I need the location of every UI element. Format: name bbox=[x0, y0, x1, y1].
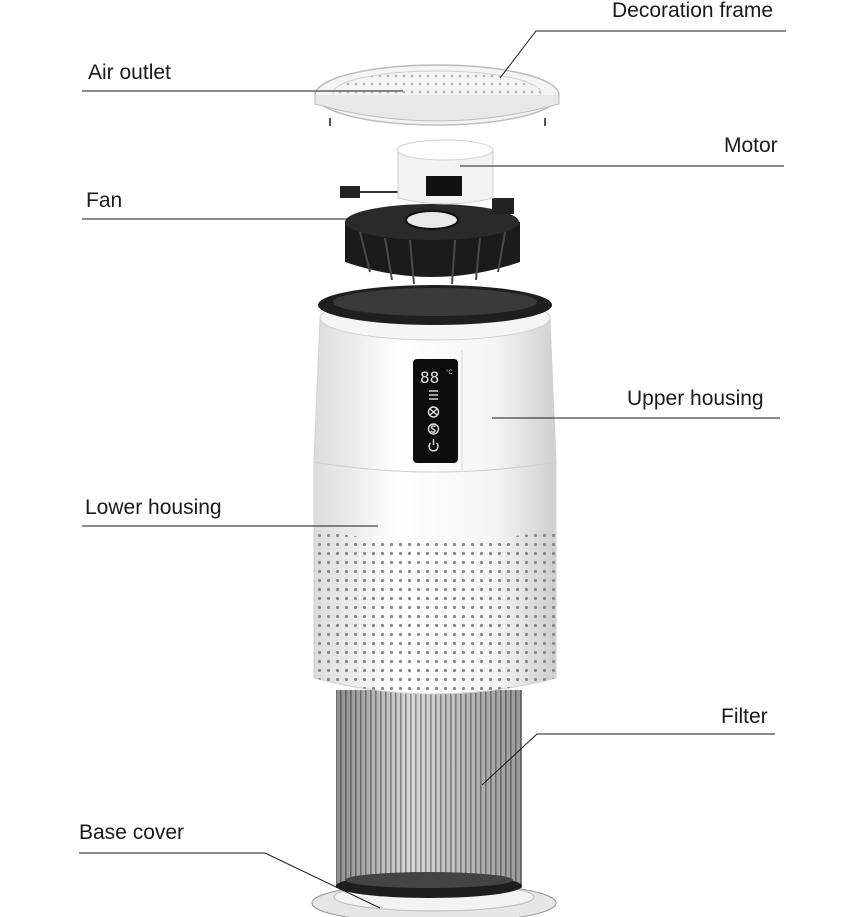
label-fan: Fan bbox=[86, 189, 123, 212]
label-base-cover: Base cover bbox=[79, 821, 185, 844]
fan-mode-icon[interactable] bbox=[427, 406, 440, 418]
display-readout: 88 bbox=[420, 368, 439, 387]
speed-icon[interactable] bbox=[429, 390, 438, 400]
display-unit: °C bbox=[446, 370, 453, 376]
decoration-frame-part bbox=[314, 64, 560, 126]
filter-part bbox=[336, 690, 522, 898]
fan-part bbox=[340, 186, 520, 285]
label-filter: Filter bbox=[721, 705, 768, 728]
label-decoration-frame: Decoration frame bbox=[612, 0, 774, 22]
motor-part bbox=[396, 139, 494, 205]
sleep-mode-icon[interactable] bbox=[427, 423, 440, 435]
leader-lines bbox=[79, 30, 786, 909]
label-motor: Motor bbox=[724, 134, 778, 157]
label-lower-housing: Lower housing bbox=[85, 496, 222, 519]
upper-housing-part: 88 °C bbox=[313, 285, 557, 473]
label-air-outlet: Air outlet bbox=[88, 61, 171, 84]
lower-housing-part bbox=[313, 461, 557, 695]
label-upper-housing: Upper housing bbox=[627, 387, 764, 410]
power-icon[interactable] bbox=[428, 439, 439, 452]
